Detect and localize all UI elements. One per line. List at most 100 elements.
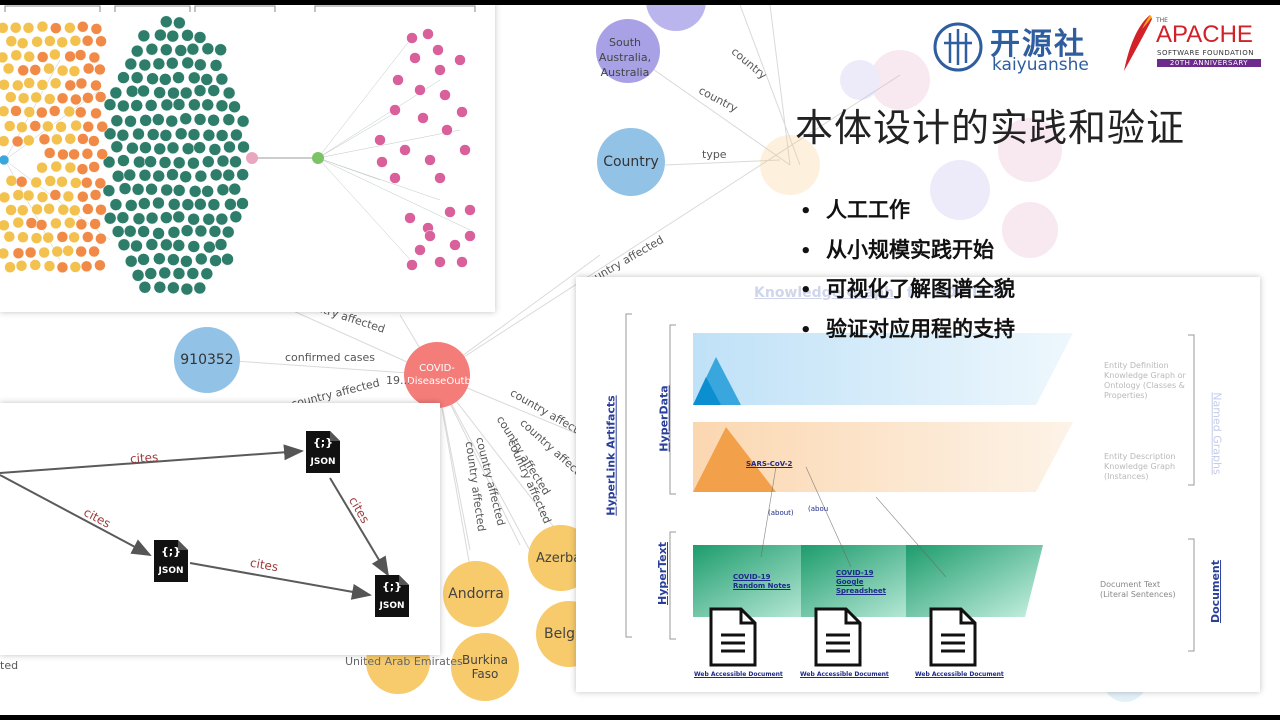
graph-node[interactable]	[81, 148, 94, 160]
web-doc-label-3[interactable]: Web Accessible Document	[915, 671, 1004, 678]
graph-node[interactable]	[57, 203, 70, 216]
graph-node[interactable]	[0, 105, 10, 118]
graph-node[interactable]	[187, 128, 201, 141]
graph-node[interactable]	[167, 253, 180, 266]
graph-node[interactable]	[404, 212, 416, 224]
graph-node[interactable]	[74, 106, 87, 119]
graph-node[interactable]	[29, 64, 42, 76]
graph-node[interactable]	[173, 16, 186, 30]
graph-node[interactable]	[222, 113, 236, 126]
graph-node[interactable]	[172, 184, 186, 197]
graph-node[interactable]	[159, 129, 173, 142]
graph-node[interactable]	[167, 86, 180, 100]
graph-node[interactable]	[50, 160, 63, 173]
graph-node[interactable]	[94, 259, 106, 272]
graph-node[interactable]	[88, 245, 100, 258]
graph-node[interactable]	[152, 196, 165, 210]
graph-node[interactable]	[209, 254, 222, 267]
graph-node[interactable]	[10, 105, 22, 117]
graph-node[interactable]	[180, 282, 194, 296]
graph-node[interactable]	[103, 127, 117, 141]
named-graphs-label[interactable]: Named Graphs	[1210, 392, 1224, 475]
graph-node[interactable]	[44, 35, 56, 47]
graph-node[interactable]	[229, 155, 242, 169]
graph-node[interactable]	[432, 44, 444, 56]
graph-node[interactable]	[49, 48, 61, 61]
graph-node[interactable]	[110, 114, 124, 127]
graph-node[interactable]	[130, 44, 144, 58]
graph-node[interactable]	[236, 114, 250, 128]
graph-node[interactable]	[44, 93, 56, 105]
graph-node[interactable]	[25, 217, 38, 229]
graph-node[interactable]	[152, 57, 166, 71]
graph-node[interactable]	[64, 22, 76, 34]
graph-node[interactable]	[56, 92, 69, 105]
graph-node[interactable]	[193, 141, 206, 154]
graph-node[interactable]	[0, 22, 9, 34]
graph-node[interactable]	[167, 226, 181, 239]
graph-node[interactable]	[202, 155, 215, 168]
graph-node[interactable]	[188, 185, 202, 198]
graph-node[interactable]	[31, 203, 43, 216]
graph-node[interactable]	[43, 260, 56, 272]
graph-node[interactable]	[222, 168, 235, 182]
graph-node[interactable]	[70, 177, 82, 189]
graph-node[interactable]	[130, 99, 143, 112]
document-icon[interactable]	[929, 607, 977, 667]
graph-node[interactable]	[223, 140, 236, 154]
graph-node[interactable]	[44, 175, 57, 187]
graph-node[interactable]	[12, 189, 25, 201]
graph-node[interactable]	[82, 231, 94, 243]
graph-node[interactable]	[50, 217, 62, 230]
json-file-icon[interactable]: {;} JSON	[154, 540, 188, 582]
graph-node[interactable]	[160, 15, 173, 28]
graph-node[interactable]	[94, 91, 107, 103]
graph-node[interactable]	[64, 50, 76, 63]
graph-node[interactable]	[181, 142, 195, 155]
graph-node[interactable]	[94, 63, 106, 76]
graph-node[interactable]	[69, 204, 81, 217]
graph-node[interactable]	[116, 128, 130, 142]
graph-node[interactable]	[237, 140, 250, 154]
graph-node[interactable]	[186, 267, 200, 280]
graph-node[interactable]	[181, 56, 194, 70]
graph-node[interactable]	[90, 23, 103, 35]
graph-node[interactable]	[75, 218, 88, 231]
graph-node[interactable]	[202, 128, 216, 142]
graph-node[interactable]	[126, 141, 139, 155]
graph-node[interactable]	[144, 267, 158, 280]
graph-node[interactable]	[4, 261, 16, 273]
graph-node[interactable]	[111, 225, 125, 238]
graph-node[interactable]	[153, 252, 166, 265]
graph-node[interactable]	[376, 156, 388, 168]
document-label[interactable]: Document	[1209, 559, 1223, 624]
graph-node[interactable]	[68, 148, 80, 161]
graph-node[interactable]	[68, 231, 80, 244]
graph-node[interactable]	[207, 198, 221, 211]
graph-node[interactable]	[222, 86, 236, 100]
graph-node[interactable]	[125, 199, 138, 212]
graph-node[interactable]	[172, 210, 186, 224]
graph-node[interactable]	[179, 170, 192, 183]
graph-node[interactable]	[145, 182, 158, 196]
graph-node[interactable]	[49, 77, 62, 89]
count-910352-node[interactable]: 910352	[174, 327, 240, 393]
graph-node[interactable]	[0, 154, 10, 166]
graph-node[interactable]	[166, 29, 180, 43]
graph-node[interactable]	[64, 217, 76, 229]
graph-node[interactable]	[77, 21, 89, 33]
graph-node[interactable]	[130, 239, 143, 253]
graph-node[interactable]	[424, 154, 436, 166]
hypertext-label[interactable]: HyperText	[656, 542, 669, 605]
graph-node[interactable]	[194, 169, 208, 183]
graph-node[interactable]	[188, 71, 201, 85]
graph-node[interactable]	[36, 161, 48, 174]
graph-node[interactable]	[5, 204, 17, 216]
graph-node[interactable]	[31, 35, 43, 48]
graph-node[interactable]	[201, 185, 214, 198]
graph-node[interactable]	[172, 267, 186, 280]
graph-node[interactable]	[159, 73, 172, 86]
graph-node[interactable]	[15, 260, 28, 272]
graph-node[interactable]	[29, 120, 41, 132]
graph-node[interactable]	[200, 267, 214, 280]
